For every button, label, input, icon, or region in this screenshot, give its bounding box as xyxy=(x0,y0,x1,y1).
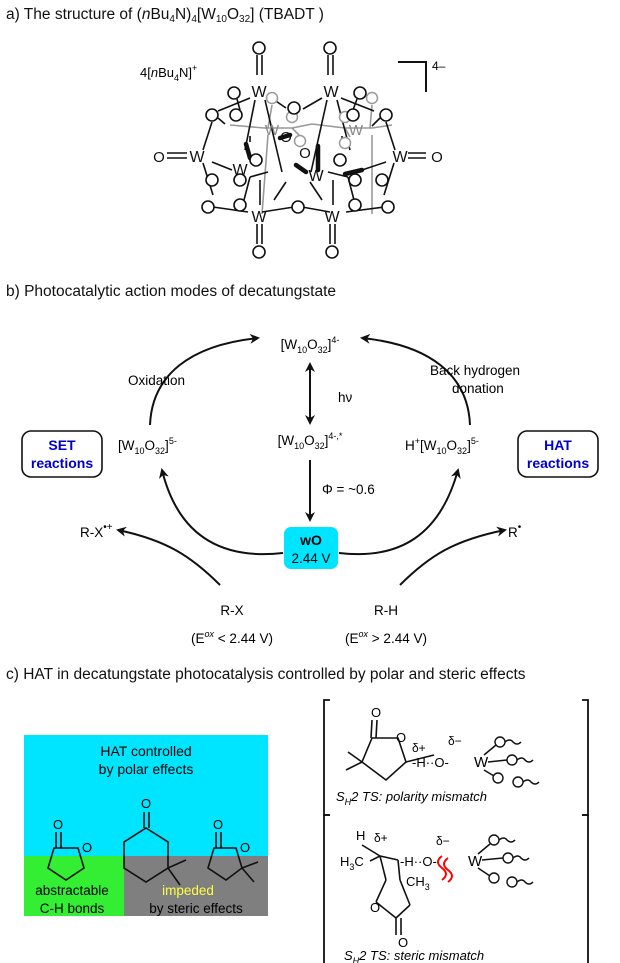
ts2-caption: SH2 TS: steric mismatch xyxy=(344,948,484,963)
back-hydrogen-line1: Back hydrogen xyxy=(430,363,520,378)
rh-abstraction-arrow xyxy=(399,526,507,586)
svg-text:O: O xyxy=(213,817,223,832)
svg-text:W: W xyxy=(349,122,364,139)
set-reactions-box xyxy=(21,430,103,478)
wo-label: wO xyxy=(299,532,322,548)
svg-text:O: O xyxy=(82,840,92,855)
polar-region xyxy=(24,735,268,856)
cyclohexanone xyxy=(123,812,187,886)
reduced-species-right: H+[W10O32]5- xyxy=(405,436,479,456)
svg-text:W: W xyxy=(324,209,340,226)
set-label: SET xyxy=(48,437,76,453)
set-electron-arrow xyxy=(159,468,284,556)
ts-steric-mismatch: H H3C δ+ -H··O- δ− CH3 W O O SH2 TS: ste… xyxy=(323,814,589,963)
tungsten-atoms: W W W W W W W W xyxy=(189,84,408,226)
rh-substrate: R-H xyxy=(374,603,398,618)
set-reactions-label: reactions xyxy=(31,455,93,471)
wo-box xyxy=(284,527,338,569)
svg-text:O: O xyxy=(398,935,408,950)
oxidation-arrow xyxy=(149,333,260,426)
hat-reactions-label: reactions xyxy=(527,455,589,471)
svg-text:W: W xyxy=(308,168,324,185)
lactone-1 xyxy=(47,832,85,881)
hat-label: HAT xyxy=(544,437,572,453)
svg-text:O: O xyxy=(141,796,151,811)
photocatalytic-cycle: [W10O32]4- hν [W10O32]4-,* Φ = ~0.6 wO 2… xyxy=(21,333,599,646)
ts1-caption: SH2 TS: polarity mismatch xyxy=(336,789,487,807)
svg-text:H: H xyxy=(356,828,365,843)
polar-label-1: HAT controlled xyxy=(100,743,191,759)
back-w-atoms: W W xyxy=(265,122,364,139)
eox-right: (Eox > 2.44 V) xyxy=(345,629,427,646)
back-bonds xyxy=(229,104,393,215)
ts-polarity-mismatch: O O δ+ -H··O- δ− W SH2 TS: polarity mism… xyxy=(323,699,589,816)
svg-text:W: W xyxy=(468,853,483,870)
svg-text:W: W xyxy=(189,149,205,166)
svg-text:W: W xyxy=(251,209,267,226)
cation-label: 4[nBu4N]+ xyxy=(140,63,197,83)
svg-text:δ−: δ− xyxy=(448,734,462,748)
svg-text:O: O xyxy=(240,840,250,855)
terminal-oxygens: O O O O xyxy=(153,129,443,166)
back-donation-arrow xyxy=(360,333,471,426)
svg-text:O: O xyxy=(299,145,311,162)
quantum-yield: Φ = ~0.6 xyxy=(322,482,375,497)
panel-a-title: a) The structure of (nBu4N)4[W10O32] (TB… xyxy=(6,6,324,25)
ground-state-species: [W10O32]4- xyxy=(281,335,340,355)
svg-text:δ+: δ+ xyxy=(412,741,426,755)
r-radical: R• xyxy=(508,522,522,540)
wo-potential: 2.44 V xyxy=(291,551,330,566)
svg-text:W: W xyxy=(474,754,489,771)
svg-text:O: O xyxy=(153,149,165,166)
oxygen-atoms xyxy=(201,41,395,259)
bold-bonds xyxy=(243,132,365,177)
impeded-label-1: impeded xyxy=(162,883,214,898)
svg-text:W: W xyxy=(251,84,267,101)
hat-hydrogen-arrow xyxy=(338,468,461,556)
rx-substrate: R-X xyxy=(220,603,243,618)
svg-text:H3C: H3C xyxy=(340,854,364,872)
svg-text:W: W xyxy=(232,162,248,179)
abstractable-region xyxy=(24,856,124,916)
decatungstate-cluster: 4[nBu4N]+ 4– xyxy=(140,41,446,259)
panel-c-title: c) HAT in decatungstate photocatalysis c… xyxy=(6,666,526,683)
svg-text:W: W xyxy=(392,149,408,166)
back-hydrogen-line2: donation xyxy=(452,381,504,396)
svg-text:W: W xyxy=(265,122,280,139)
svg-text:-H··O-: -H··O- xyxy=(400,854,437,869)
impeded-label-2: by steric effects xyxy=(149,901,243,916)
front-bonds xyxy=(167,55,426,244)
steric-clash-mark xyxy=(437,855,453,883)
rx-radical-cation: R-X•+ xyxy=(80,522,113,540)
excited-state-species: [W10O32]4-,* xyxy=(278,431,343,451)
svg-text:W: W xyxy=(323,84,339,101)
steric-region xyxy=(124,856,268,916)
hat-reactions-box xyxy=(517,430,599,478)
svg-text:O: O xyxy=(370,900,380,915)
anion-bracket xyxy=(398,61,427,92)
abstractable-label-1: abstractable xyxy=(35,883,109,898)
svg-text:O: O xyxy=(280,129,292,146)
reduced-species-left: [W10O32]5- xyxy=(118,436,177,456)
svg-text:δ−: δ− xyxy=(436,834,450,848)
oxidation-label: Oxidation xyxy=(128,373,185,388)
svg-text:O: O xyxy=(53,817,63,832)
abstractable-label-2: C-H bonds xyxy=(40,901,105,916)
panel-b-title: b) Photocatalytic action modes of decatu… xyxy=(6,283,337,300)
rx-oxidation-arrow xyxy=(116,526,221,586)
hv-label: hν xyxy=(338,390,353,405)
svg-text:O: O xyxy=(371,705,381,720)
svg-text:O: O xyxy=(431,149,443,166)
svg-text:O: O xyxy=(396,730,406,745)
polar-steric-block: HAT controlled by polar effects abstract… xyxy=(24,735,268,916)
polar-label-2: by polar effects xyxy=(99,761,194,777)
lactone-2 xyxy=(207,832,259,883)
svg-text:-H··O-: -H··O- xyxy=(412,755,449,770)
svg-text:δ+: δ+ xyxy=(374,831,388,845)
svg-text:CH3: CH3 xyxy=(406,874,430,892)
eox-left: (Eox < 2.44 V) xyxy=(191,629,273,646)
anion-charge: 4– xyxy=(432,59,446,73)
